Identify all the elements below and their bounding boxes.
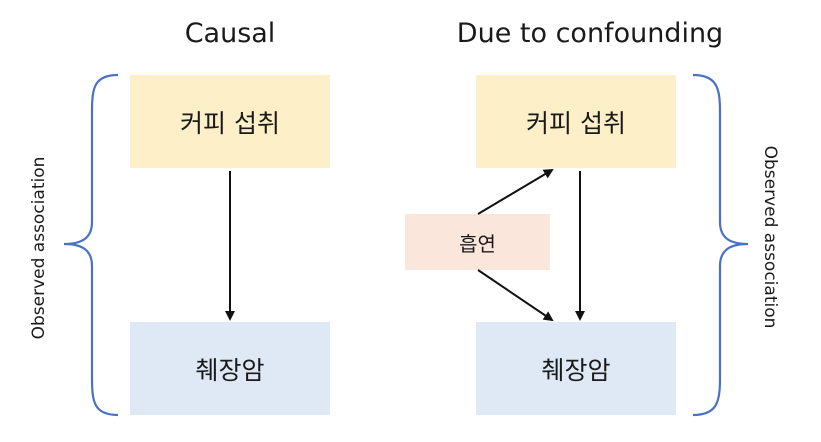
coffee-intake-box-confounding: 커피 섭취	[476, 75, 676, 168]
pancreatic-cancer-box-causal: 췌장암	[130, 322, 330, 415]
causal-title: Causal	[184, 18, 276, 49]
confounding-title: Due to confounding	[456, 18, 724, 49]
smoking-to-cancer-arrow	[477, 269, 554, 322]
pancreatic-cancer-box-confounding: 췌장암	[476, 322, 676, 415]
observed-association-label-right: Observed association	[760, 145, 780, 329]
pancreatic-cancer-label: 췌장암	[195, 355, 265, 385]
coffee-intake-box-causal: 커피 섭취	[130, 75, 330, 168]
coffee-intake-label: 커피 섭취	[526, 108, 626, 138]
smoking-to-coffee-arrow	[477, 168, 554, 215]
left-brace	[63, 73, 119, 417]
observed-association-label-left: Observed association	[29, 156, 49, 340]
coffee-intake-label: 커피 섭취	[180, 108, 280, 138]
smoking-label: 흡연	[459, 231, 496, 256]
pancreatic-cancer-label: 췌장암	[541, 355, 611, 385]
smoking-box: 흡연	[405, 214, 550, 270]
right-brace	[692, 73, 749, 417]
